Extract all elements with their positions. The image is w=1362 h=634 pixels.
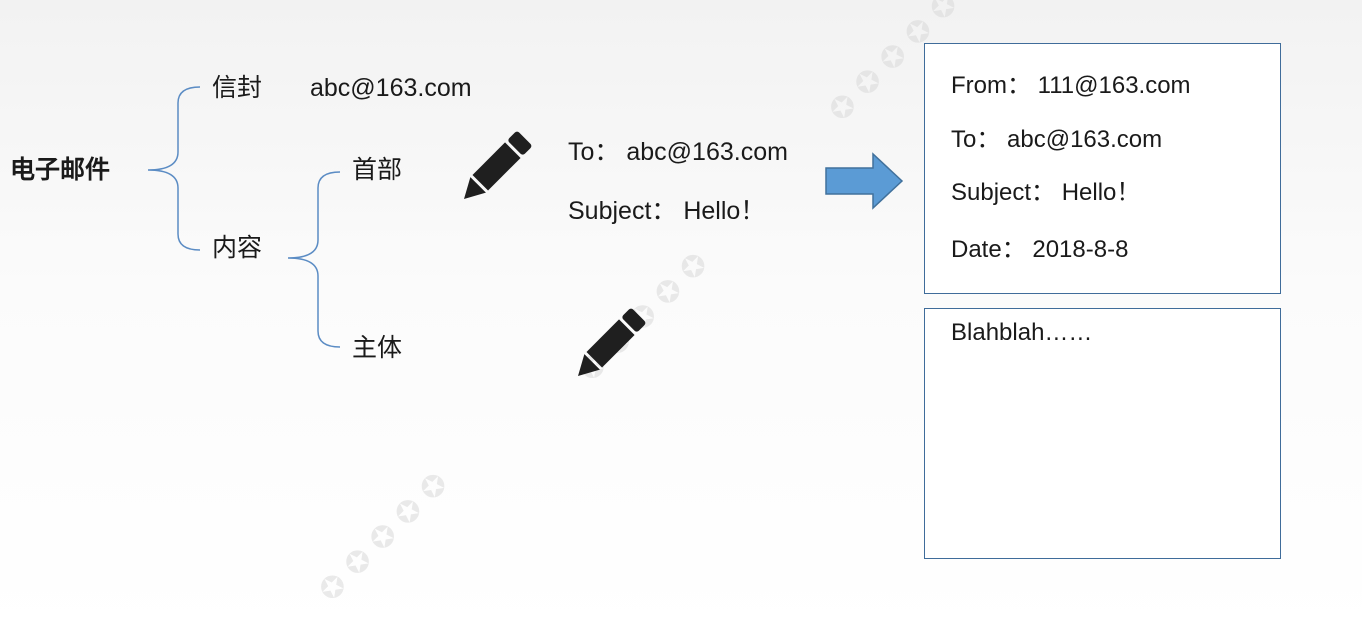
result-from: From： 111@163.com xyxy=(951,72,1191,99)
pencil-icon xyxy=(578,308,646,376)
content-label: 内容 xyxy=(212,233,263,262)
right-arrow-icon xyxy=(825,152,904,210)
brace-root xyxy=(147,86,201,251)
result-body-text: Blahblah…… xyxy=(951,319,1093,346)
header-to: To： abc@163.com xyxy=(568,138,788,166)
header-subject: Subject： Hello！ xyxy=(568,197,766,225)
header-label: 首部 xyxy=(352,155,403,184)
pencil-icon xyxy=(464,131,532,199)
result-subject: Subject： Hello！ xyxy=(951,179,1141,206)
brace-content xyxy=(287,171,341,348)
root-label: 电子邮件 xyxy=(10,155,111,184)
result-body-box: Blahblah…… xyxy=(924,308,1281,559)
result-date: Date： 2018-8-8 xyxy=(951,236,1129,263)
result-to: To： abc@163.com xyxy=(951,126,1163,153)
envelope-value: abc@163.com xyxy=(310,74,472,102)
body-label: 主体 xyxy=(352,333,403,362)
envelope-label: 信封 xyxy=(212,73,263,102)
result-header-box: From： 111@163.com To： abc@163.com Subjec… xyxy=(924,43,1281,294)
